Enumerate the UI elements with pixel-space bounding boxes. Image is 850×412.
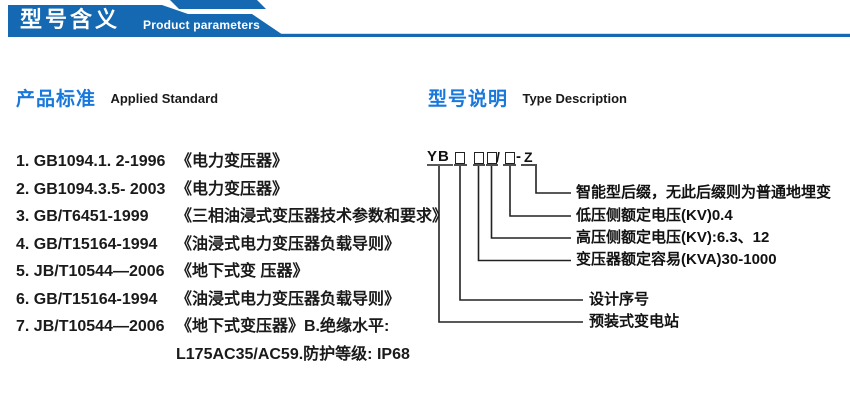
model-label: 高压侧额定电压(KV):6.3、12 <box>576 229 770 246</box>
standard-code: 7. JB/T10544—2006 <box>16 318 165 335</box>
standard-item: 5. JB/T10544—2006 《地下式变 压器》 <box>16 258 428 286</box>
model-label: 预装式变电站 <box>589 313 680 330</box>
model-label: 智能型后缀，无此后缀则为普通地埋变 <box>576 184 832 201</box>
standard-code: 5. JB/T10544—2006 <box>16 263 165 280</box>
banner-shape <box>8 5 286 37</box>
standards-heading-en: Applied Standard <box>110 91 219 106</box>
standard-code: 3. GB/T6451-1999 <box>16 208 149 225</box>
standard-title-line1: 《地下式变压器》B.绝缘水平: <box>176 318 390 335</box>
standard-title: 《电力变压器》 <box>176 153 289 170</box>
model-heading-cn: 型号说明 <box>428 89 509 110</box>
standard-item: 7. JB/T10544—2006 《地下式变压器》B.绝缘水平: L175AC… <box>16 313 428 368</box>
model-code-dash: - <box>516 148 521 165</box>
model-label: 低压侧额定电压(KV)0.4 <box>576 207 733 224</box>
standard-title: 《地下式变压器》B.绝缘水平: L175AC35/AC59.防护等级: IP68 <box>176 313 410 368</box>
page-title: 型号含义 <box>20 7 121 32</box>
model-label: 变压器额定容易(KVA)30-1000 <box>576 251 777 268</box>
standard-title-line2: L175AC35/AC59.防护等级: IP68 <box>176 345 410 363</box>
standard-code: 1. GB1094.1. 2-1996 <box>16 153 166 170</box>
standard-code: 4. GB/T15164-1994 <box>16 235 158 253</box>
standard-item: 6. GB/T15164-1994 《油浸式电力变压器负载导则》 <box>16 286 428 314</box>
model-section-heading: 型号说明 Type Description <box>428 84 627 111</box>
header-banner <box>8 0 850 37</box>
standards-section-heading: 产品标准 Applied Standard <box>16 84 218 111</box>
model-heading-en: Type Description <box>522 91 627 106</box>
model-code-box-icon <box>487 152 497 164</box>
model-label: 设计序号 <box>589 291 650 308</box>
standard-item: 1. GB1094.1. 2-1996 《电力变压器》 <box>16 148 428 176</box>
standard-title: 《电力变压器》 <box>176 180 289 198</box>
banner-tab-shape <box>170 0 266 9</box>
standard-code: 6. GB/T15164-1994 <box>16 290 158 308</box>
standard-item: 3. GB/T6451-1999 《三相油浸式变压器技术参数和要求》 <box>16 203 448 231</box>
page-subtitle: Product parameters <box>143 18 260 32</box>
standard-code: 2. GB1094.3.5- 2003 <box>16 180 166 198</box>
model-code-prefix: YB <box>427 148 450 165</box>
standard-title: 《油浸式电力变压器负载导则》 <box>176 290 401 308</box>
model-code-box-icon <box>474 152 484 164</box>
model-code-box-icon <box>505 152 515 164</box>
standard-item: 2. GB1094.3.5- 2003 《电力变压器》 <box>16 176 428 204</box>
standard-title: 《油浸式电力变压器负载导则》 <box>176 235 401 253</box>
standard-item: 4. GB/T15164-1994 《油浸式电力变压器负载导则》 <box>16 231 428 259</box>
banner-underline <box>8 33 850 37</box>
standards-heading-cn: 产品标准 <box>16 89 97 110</box>
model-code-slash: / <box>496 149 500 165</box>
model-code-suffix: Z <box>524 149 533 165</box>
standards-list: 1. GB1094.1. 2-1996 《电力变压器》 2. GB1094.3.… <box>16 148 448 368</box>
standard-title: 《三相油浸式变压器技术参数和要求》 <box>176 208 449 225</box>
model-code-box-icon <box>455 152 465 164</box>
standard-title: 《地下式变 压器》 <box>176 263 309 280</box>
